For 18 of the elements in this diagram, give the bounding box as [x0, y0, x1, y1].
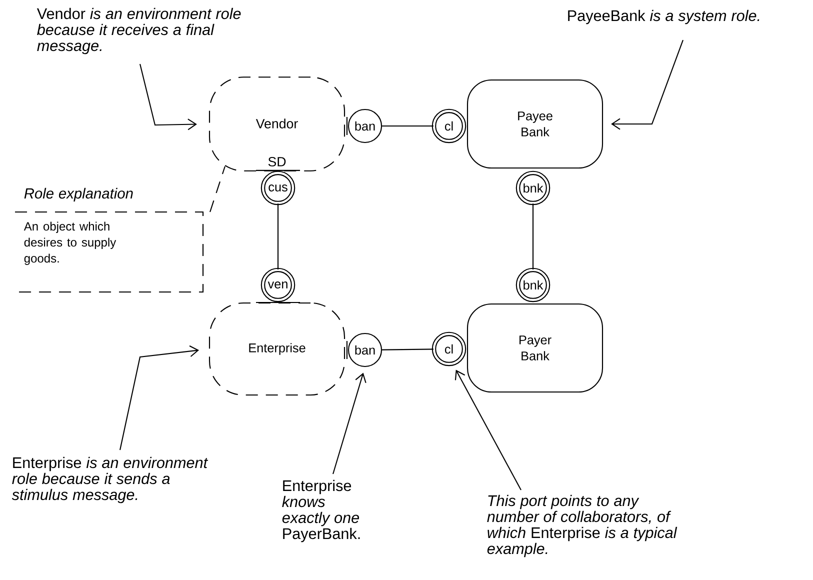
annotation-text: PayeeBank is a system role.	[568, 10, 760, 24]
annotation-text: Enterprise knows exactly one PayerBank.	[282, 480, 360, 542]
bank-box: Payer Bank	[466, 303, 604, 393]
bank-box: Payee Bank	[466, 79, 604, 169]
connector-line	[382, 125, 434, 127]
leader-line	[140, 64, 197, 130]
annotation-text: This port points to any number of collaborators, of which Enterprise is a typical example.	[487, 494, 678, 558]
annotation-text: Enterprise is an environment role because it sends a stimulus message.	[12, 456, 208, 504]
annotation-text: Vendor is an environment role because it receives a final message.	[36, 8, 241, 54]
leader-line	[332, 372, 366, 474]
leader-line	[119, 345, 200, 450]
connector-line	[532, 204, 534, 270]
leader-line	[210, 166, 226, 212]
connector-line	[382, 348, 434, 350]
role-explanation-box: Role explanation An object which desires to supply goods.	[15, 188, 204, 293]
connector-line	[277, 204, 279, 270]
leader-line	[611, 40, 684, 130]
leader-line	[454, 370, 522, 490]
